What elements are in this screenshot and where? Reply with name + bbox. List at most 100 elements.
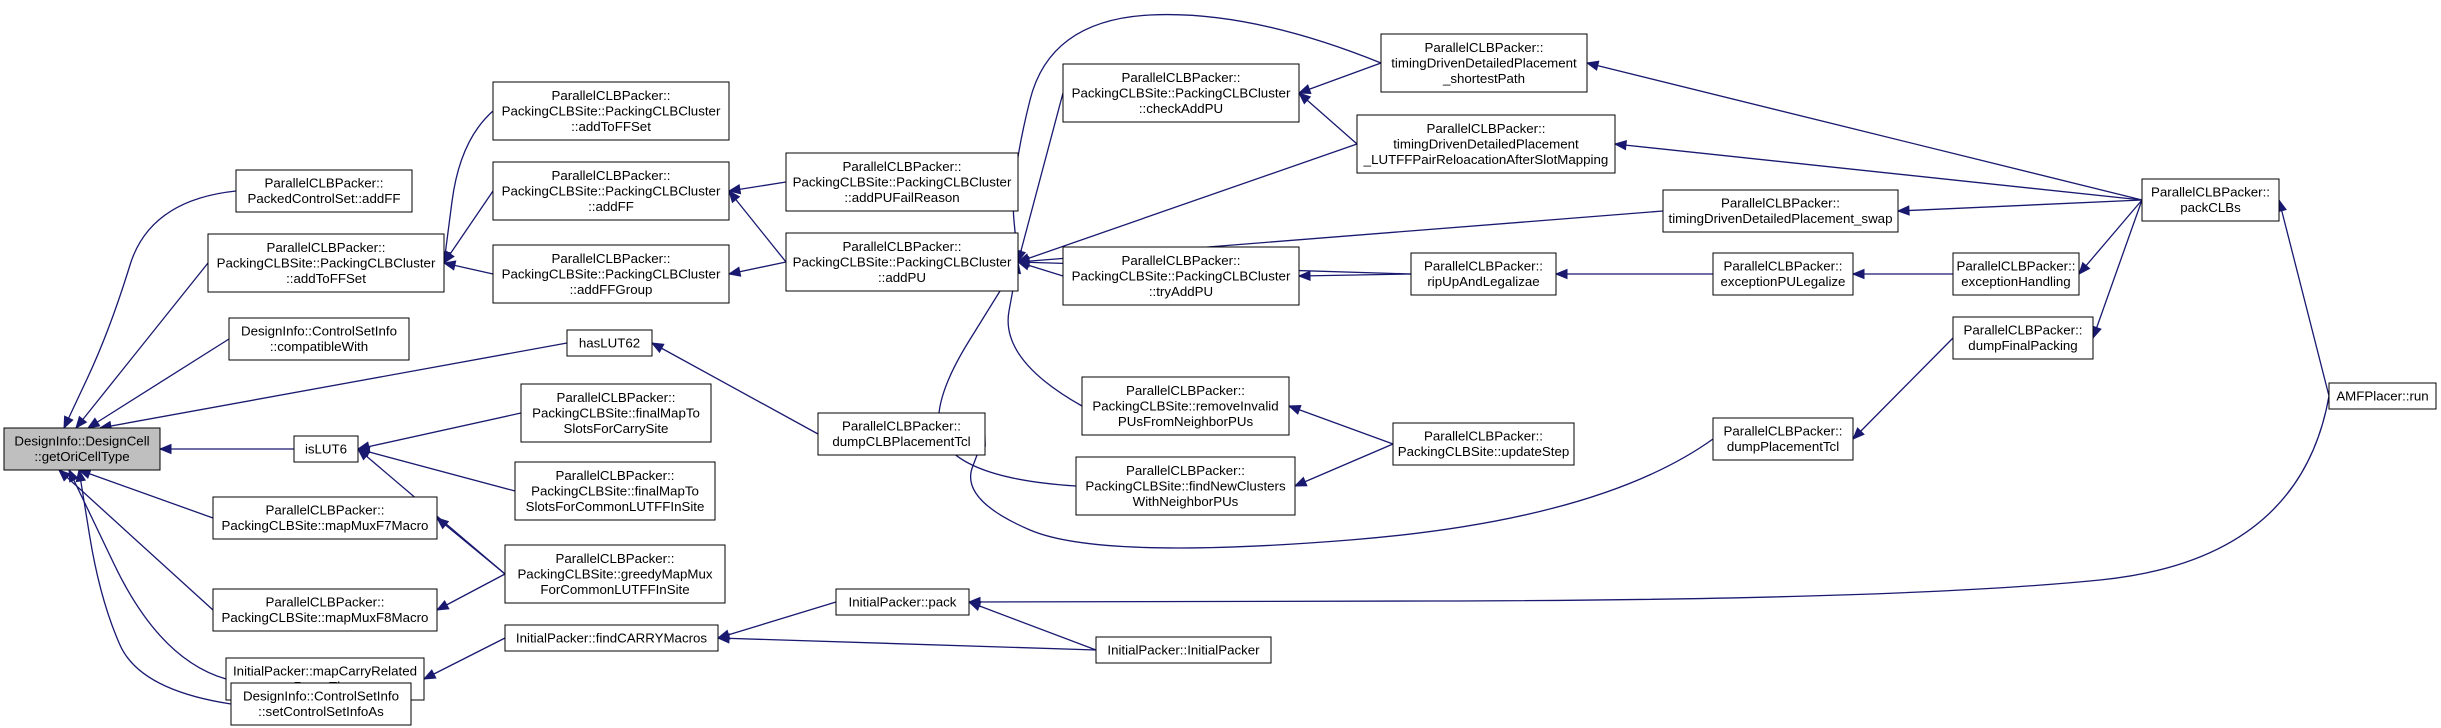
edge-n_mapcarry-to-root [68,468,227,680]
node-box [492,81,730,141]
node-finalcarry[interactable]: ParallelCLBPacker::PackingCLBSite::final… [520,383,712,443]
arrowhead [967,596,981,608]
node-islut6[interactable]: isLUT6 [293,435,359,463]
edge-n_exchandling-to-n_exclegal [1851,268,1953,280]
node-removeinvalid[interactable]: ParallelCLBPacker::PackingCLBSite::remov… [1081,376,1290,436]
node-packclbs[interactable]: ParallelCLBPacker::packCLBs [2141,178,2280,222]
node-tddswap[interactable]: ParallelCLBPacker::timingDrivenDetailedP… [1662,189,1899,233]
node-dumptcl[interactable]: ParallelCLBPacker::dumpPlacementTcl [1712,417,1854,461]
node-box [1662,189,1899,233]
node-addff[interactable]: ParallelCLBPacker::PackingCLBSite::Packi… [492,161,730,221]
node-label-line: _LUTFFPairReloacationAfterSlotMapping [1363,152,1609,167]
node-label-line: timingDrivenDetailedPlacement [1391,55,1577,70]
node-label-line: SlotsForCarrySite [564,421,669,436]
node-amfrun[interactable]: AMFPlacer::run [2328,382,2437,410]
arrowhead [435,517,450,530]
node-box [1062,246,1300,306]
node-label-line: ::addPU [878,270,926,285]
node-setcontrol[interactable]: DesignInfo::ControlSetInfo::setControlSe… [230,682,412,726]
node-label-line: ::addFFGroup [570,282,653,297]
node-findnew[interactable]: ParallelCLBPacker::PackingCLBSite::findN… [1075,456,1296,516]
arrowhead [435,599,450,611]
edge-n_addff_pcs-to-root [63,190,237,430]
node-label-line: InitialPacker::pack [849,594,957,609]
edge-line [1012,13,1382,263]
node-finalcommon[interactable]: ParallelCLBPacker::PackingCLBSite::final… [514,461,716,521]
node-addffgroup[interactable]: ParallelCLBPacker::PackingCLBSite::Packi… [492,244,730,304]
arrowhead [1554,268,1568,280]
node-box [230,682,412,726]
node-label-line: PackingCLBSite::PackingCLBCluster [793,254,1012,269]
node-initialpacker[interactable]: InitialPacker::InitialPacker [1095,636,1272,664]
node-box [514,461,716,521]
node-tryaddpu[interactable]: ParallelCLBPacker::PackingCLBSite::Packi… [1062,246,1300,306]
edge-n_checkaddpu-to-n_addpu [1015,92,1064,264]
edge-n_amfrun-to-n_ipack [967,395,2330,608]
node-root[interactable]: DesignInfo::DesignCell::getOriCellType [3,427,161,471]
node-addtoffset2[interactable]: ParallelCLBPacker::PackingCLBSite::Packi… [492,81,730,141]
node-label-line: PackingCLBSite::findNewClusters [1085,478,1286,493]
edge-n_mapmuxf7-to-root [77,468,214,519]
node-tddlutff[interactable]: ParallelCLBPacker::timingDrivenDetailedP… [1356,114,1616,174]
node-label-line: PackingCLBSite::finalMapTo [532,405,700,420]
node-label-line: ParallelCLBPacker:: [265,176,384,191]
node-label-line: PackingCLBSite::removeInvalid [1092,398,1278,413]
arrowhead [58,469,72,482]
node-tddshortest[interactable]: ParallelCLBPacker::timingDrivenDetailedP… [1380,33,1588,93]
edge-line [1298,273,1412,277]
edge-line [423,637,506,680]
edge-n_addpu-to-n_addffgroup [727,261,787,277]
node-box [2141,178,2280,222]
edge-n_tddlutff-to-n_checkaddpu [1298,92,1358,145]
node-addtoffset[interactable]: ParallelCLBPacker::PackingCLBSite::Packi… [207,233,445,293]
node-label-line: ParallelCLBPacker:: [1724,424,1843,439]
edge-line [651,342,819,435]
node-label-line: ParallelCLBPacker:: [1957,259,2076,274]
node-greedy[interactable]: ParallelCLBPacker::PackingCLBSite::greed… [504,544,726,604]
node-addff-pcs[interactable]: ParallelCLBPacker::PackedControlSet::add… [235,169,413,213]
node-label-line: ParallelCLBPacker:: [267,240,386,255]
node-box [1356,114,1616,174]
edges-layer [58,13,2330,705]
node-checkaddpu[interactable]: ParallelCLBPacker::PackingCLBSite::Packi… [1062,63,1300,123]
edge-line [1294,443,1394,487]
node-box [785,232,1019,292]
node-box [817,412,986,456]
node-findcarry[interactable]: InitialPacker::findCARRYMacros [504,624,719,652]
node-addpufail[interactable]: ParallelCLBPacker::PackingCLBSite::Packi… [785,152,1019,212]
edge-line [68,469,227,680]
node-box [504,624,719,652]
node-dumpclbtcl[interactable]: ParallelCLBPacker::dumpCLBPlacementTcl [817,412,986,456]
arrowhead [158,443,172,455]
node-label-line: PackingCLBSite::PackingCLBCluster [1072,268,1291,283]
node-label-line: ParallelCLBPacker:: [843,159,962,174]
node-box [1392,422,1575,466]
node-dumpfinal[interactable]: ParallelCLBPacker::dumpFinalPacking [1952,316,2094,360]
node-label-line: PackingCLBSite::PackingCLBCluster [793,174,1012,189]
node-mapmuxf7[interactable]: ParallelCLBPacker::PackingCLBSite::mapMu… [212,496,438,540]
node-exchandling[interactable]: ParallelCLBPacker::exceptionHandling [1952,252,2080,296]
node-box [1380,33,1588,93]
node-mapmuxf8[interactable]: ParallelCLBPacker::PackingCLBSite::mapMu… [212,588,438,632]
node-label-line: PUsFromNeighborPUs [1118,414,1254,429]
arrowhead [1613,139,1627,151]
node-addpu[interactable]: ParallelCLBPacker::PackingCLBSite::Packi… [785,232,1019,292]
edge-line [1007,261,1083,407]
edge-n_initialpacker-to-n_findcarry [716,633,1097,651]
node-ipack[interactable]: InitialPacker::pack [835,588,970,616]
edge-line [1897,199,2143,212]
node-label-line: ParallelCLBPacker:: [266,503,385,518]
node-label-line: ::addFF [588,199,634,214]
node-compatible[interactable]: DesignInfo::ControlSetInfo::compatibleWi… [228,317,410,361]
node-haslut62[interactable]: hasLUT62 [566,329,653,357]
arrowhead [728,189,741,204]
node-label-line: timingDrivenDetailedPlacement_swap [1669,211,1893,226]
arrowhead [1851,268,1865,280]
node-exclegal[interactable]: ParallelCLBPacker::exceptionPULegalize [1712,252,1854,296]
edge-line [443,190,494,264]
edge-line [436,517,506,575]
edge-n_addffgroup-to-n_addtoffset [442,260,494,275]
node-ripup[interactable]: ParallelCLBPacker::ripUpAndLegalizae [1410,252,1557,296]
edge-line [357,448,516,492]
node-updatestep[interactable]: ParallelCLBPacker::PackingCLBSite::updat… [1392,422,1575,466]
